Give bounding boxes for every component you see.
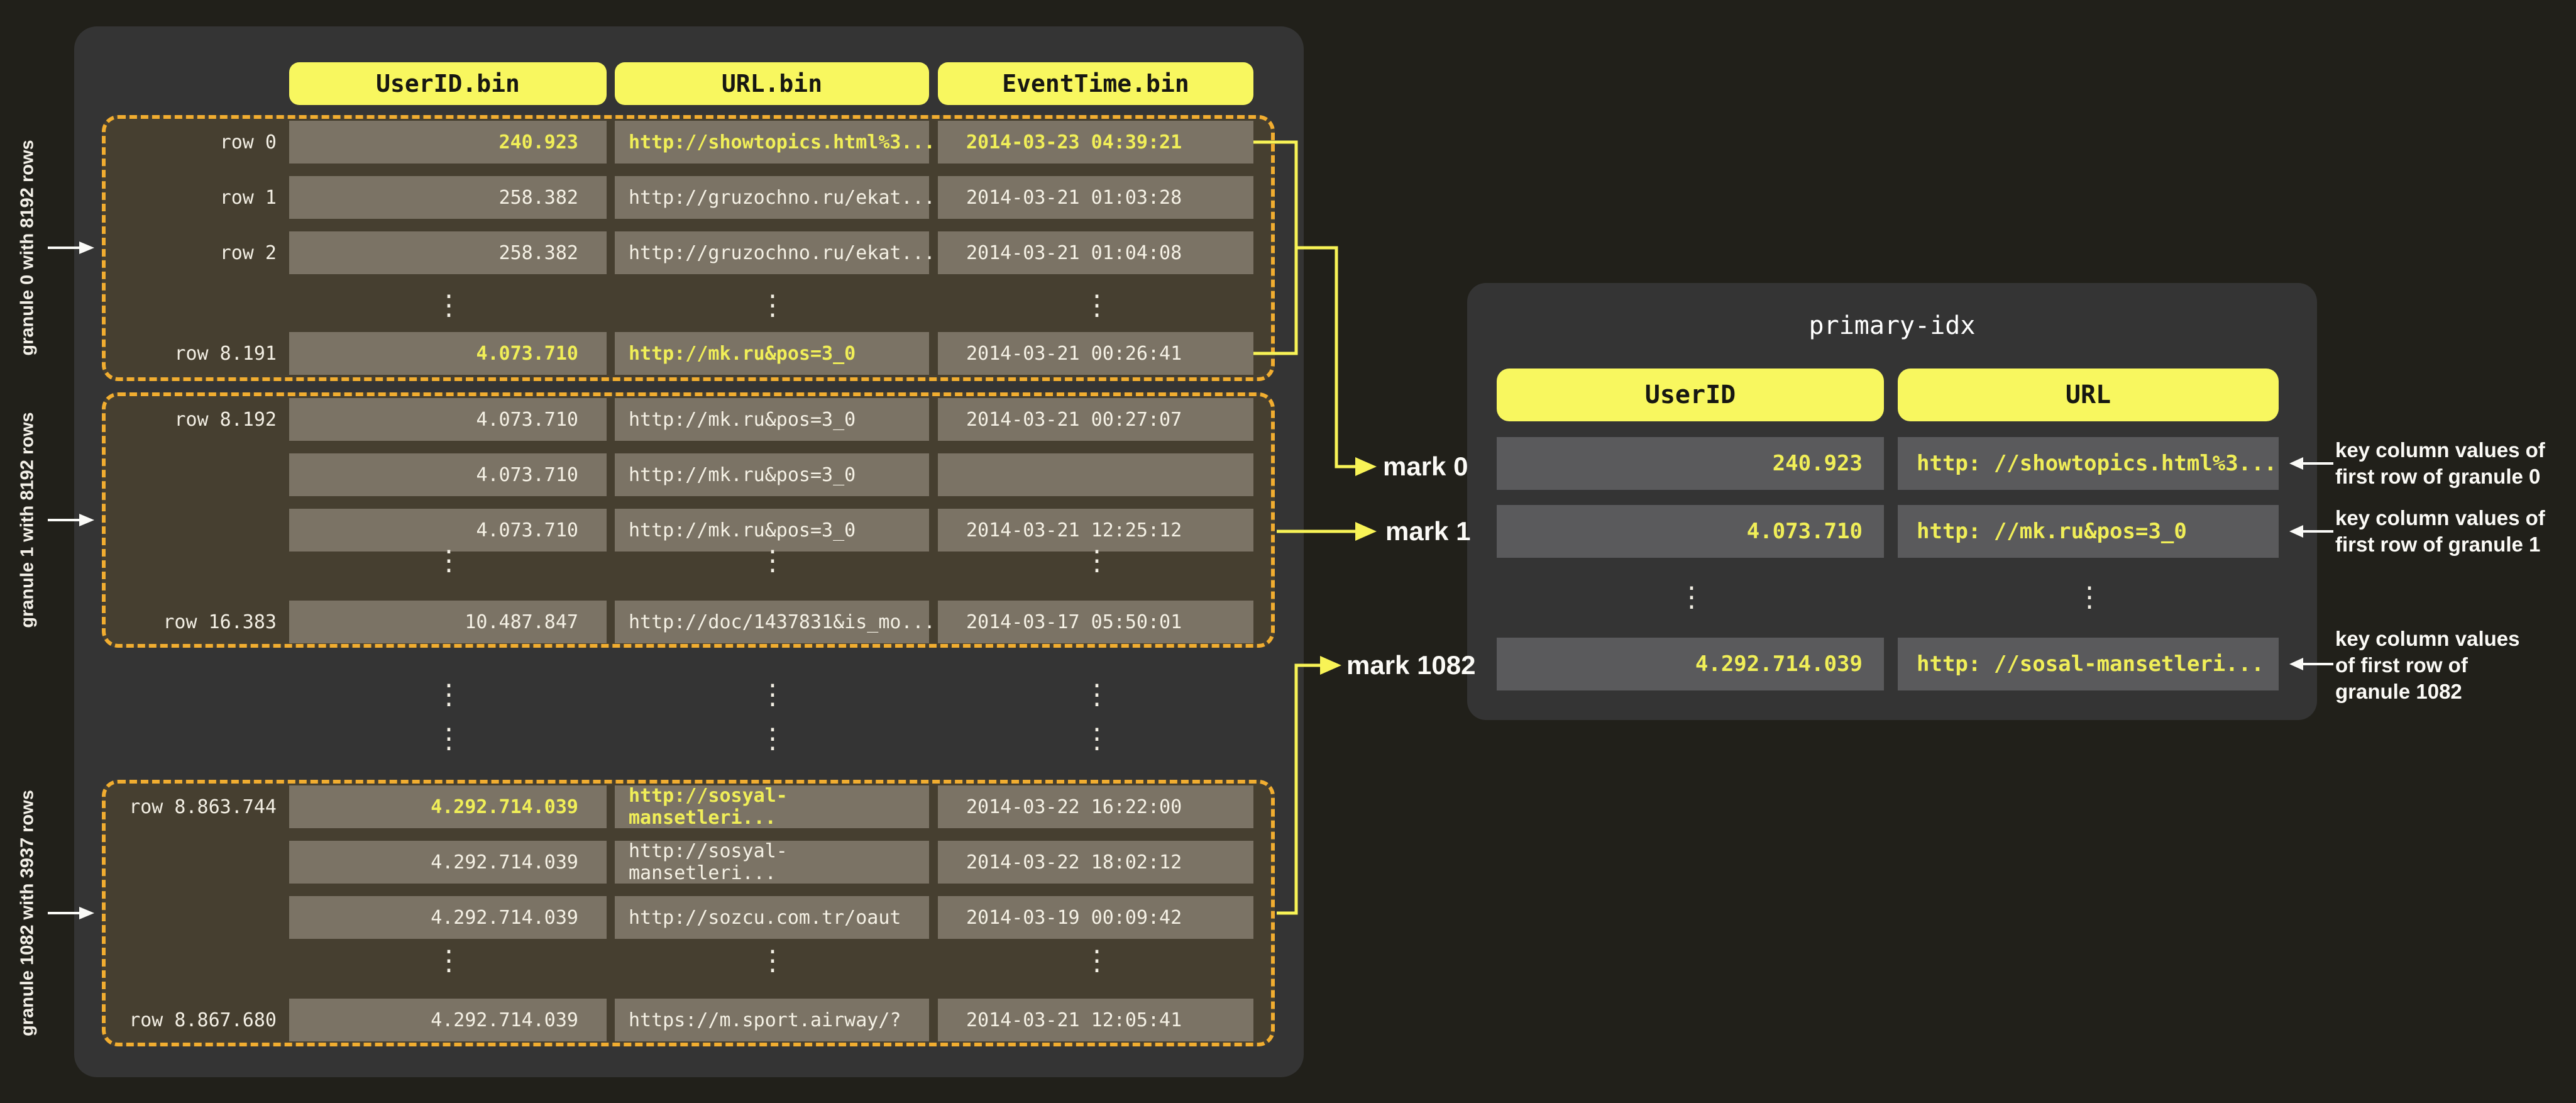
table-cell-userid: 258.382 [289, 231, 607, 274]
table-cell-url: http://mk.ru&pos=3_0 [615, 453, 929, 496]
ellipsis-vdots: ⋮ [435, 723, 463, 755]
ellipsis-vdots: ⋮ [759, 289, 786, 321]
primary-index-title: primary-idx [1808, 311, 1976, 340]
ellipsis-vdots: ⋮ [1083, 945, 1111, 977]
table-cell-url: http://mk.ru&pos=3_0 [615, 398, 929, 441]
table-cell-userid: 4.292.714.039 [289, 896, 607, 939]
table-cell-eventtime: 2014-03-21 01:04:08 [938, 231, 1253, 274]
row-label: row 8.192 [174, 408, 277, 431]
index-header-url: URL [1898, 369, 2279, 421]
table-cell-eventtime: 2014-03-21 12:25:12 [938, 509, 1253, 552]
index-cell-userid: 4.292.714.039 [1497, 638, 1884, 690]
annotation-line: first row of granule 0 [2335, 465, 2541, 488]
table-cell-userid: 4.073.710 [289, 398, 607, 441]
table-cell-eventtime: 2014-03-19 00:09:42 [938, 896, 1253, 939]
table-cell-eventtime: 2014-03-21 01:03:28 [938, 176, 1253, 219]
table-cell-userid: 4.292.714.039 [289, 785, 607, 828]
table-cell-url: http://sosyal-mansetleri... [615, 785, 929, 829]
annotation-granule-1: key column values of first row of granul… [2335, 505, 2575, 558]
ellipsis-vdots: ⋮ [435, 289, 463, 321]
granule-0-side-label: granule 0 with 8192 rows [17, 140, 38, 356]
bin-file-header-url: URL.bin [615, 62, 929, 105]
table-cell-userid: 10.487.847 [289, 601, 607, 643]
granule-1082-side-label: granule 1082 with 3937 rows [17, 790, 38, 1036]
row-label: row 2 [219, 241, 277, 264]
table-cell-eventtime: 2014-03-23 04:39:21 [938, 121, 1253, 164]
table-cell-userid: 4.292.714.039 [289, 999, 607, 1041]
ellipsis-vdots: ⋮ [2076, 581, 2103, 613]
index-cell-url: http: //sosal-mansetleri... [1898, 638, 2279, 690]
bin-file-header-eventtime: EventTime.bin [938, 62, 1253, 105]
annotation-line: key column values [2335, 627, 2520, 650]
row-label: row 8.191 [174, 342, 277, 365]
ellipsis-vdots: ⋮ [435, 545, 463, 577]
ellipsis-vdots: ⋮ [435, 679, 463, 711]
ellipsis-vdots: ⋮ [1083, 545, 1111, 577]
table-cell-userid: 258.382 [289, 176, 607, 219]
table-cell-eventtime: 2014-03-22 18:02:12 [938, 841, 1253, 884]
table-cell-eventtime: 2014-03-22 16:22:00 [938, 785, 1253, 828]
row-label: row 8.867.680 [129, 1009, 277, 1031]
annotation-line: of first row of [2335, 653, 2468, 677]
granule-1-side-label: granule 1 with 8192 rows [17, 412, 38, 628]
table-cell-eventtime: 2014-03-21 12:05:41 [938, 999, 1253, 1041]
index-cell-url: http: //mk.ru&pos=3_0 [1898, 505, 2279, 558]
annotation-line: granule 1082 [2335, 680, 2462, 703]
table-cell-eventtime: 2014-03-17 05:50:01 [938, 601, 1253, 643]
table-cell-url: http://gruzochno.ru/ekat... [615, 176, 935, 219]
table-cell-url: http://sosyal-mansetleri... [615, 840, 929, 884]
annotation-granule-1082: key column values of first row of granul… [2335, 626, 2575, 705]
annotation-line: first row of granule 1 [2335, 533, 2541, 556]
table-cell-userid: 4.073.710 [289, 332, 607, 375]
index-cell-userid: 240.923 [1497, 437, 1884, 490]
bin-file-header-userid: UserID.bin [289, 62, 607, 105]
table-cell-userid: 4.073.710 [289, 453, 607, 496]
ellipsis-vdots: ⋮ [1083, 679, 1111, 711]
ellipsis-vdots: ⋮ [435, 945, 463, 977]
annotation-granule-0: key column values of first row of granul… [2335, 437, 2575, 490]
ellipsis-vdots: ⋮ [1083, 289, 1111, 321]
index-cell-url: http: //showtopics.html%3... [1898, 437, 2279, 490]
table-cell-userid: 4.292.714.039 [289, 841, 607, 884]
ellipsis-vdots: ⋮ [1083, 723, 1111, 755]
ellipsis-vdots: ⋮ [759, 723, 786, 755]
table-cell-url: http://showtopics.html%3... [615, 121, 935, 164]
table-cell-eventtime: 2014-03-21 00:26:41 [938, 332, 1253, 375]
mark-1082-label: mark 1082 [1346, 650, 1476, 680]
index-header-userid: UserID [1497, 369, 1884, 421]
ellipsis-vdots: ⋮ [1678, 581, 1705, 613]
table-cell-url: http://sozcu.com.tr/oaut [615, 896, 929, 939]
mark-0-label: mark 0 [1383, 452, 1468, 481]
index-cell-userid: 4.073.710 [1497, 505, 1884, 558]
ellipsis-vdots: ⋮ [759, 545, 786, 577]
mark-1-label: mark 1 [1385, 516, 1471, 546]
table-cell-url: http://mk.ru&pos=3_0 [615, 332, 929, 375]
table-cell-url: http://gruzochno.ru/ekat... [615, 231, 935, 274]
table-cell-userid: 4.073.710 [289, 509, 607, 552]
row-label: row 1 [219, 186, 277, 209]
annotation-line: key column values of [2335, 438, 2545, 462]
table-cell-url: https://m.sport.airway/? [615, 999, 929, 1041]
table-cell-url: http://mk.ru&pos=3_0 [615, 509, 929, 552]
table-cell-eventtime: 2014-03-21 00:27:07 [938, 398, 1253, 441]
table-cell-url: http://doc/1437831&is_mo... [615, 601, 935, 643]
annotation-line: key column values of [2335, 506, 2545, 529]
table-cell-eventtime [938, 453, 1253, 496]
row-label: row 0 [219, 131, 277, 153]
row-label: row 8.863.744 [129, 795, 277, 818]
ellipsis-vdots: ⋮ [759, 679, 786, 711]
table-cell-userid: 240.923 [289, 121, 607, 164]
row-label: row 16.383 [163, 611, 277, 633]
ellipsis-vdots: ⋮ [759, 945, 786, 977]
